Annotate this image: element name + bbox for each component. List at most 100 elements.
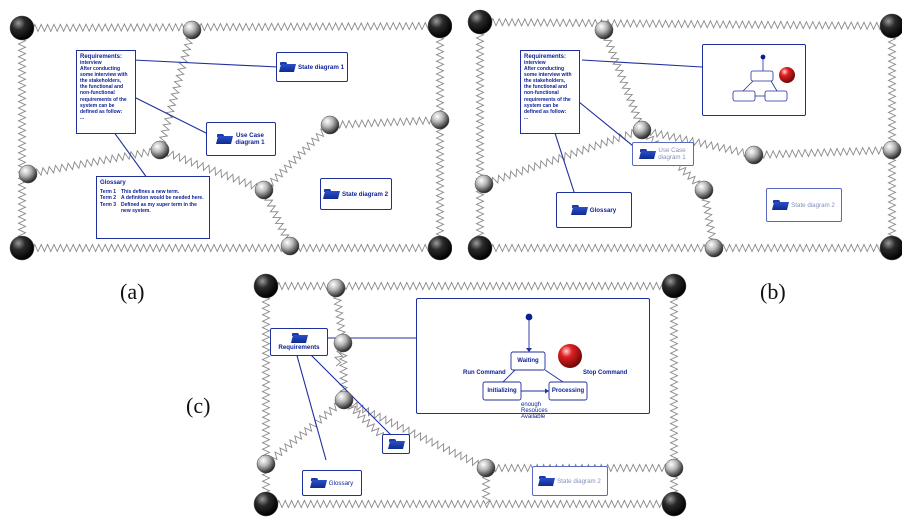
- glossary-term: Term 2: [100, 195, 117, 202]
- node-label-group: Use Case diagram 1: [235, 132, 264, 146]
- folder-icon: [388, 439, 404, 449]
- requirements-text: non-functional: [524, 90, 559, 97]
- node-label: Glossary: [589, 206, 617, 214]
- steel-ball-anchor[interactable]: [427, 235, 452, 261]
- spring-connector: [601, 29, 645, 131]
- steel-ball-anchor[interactable]: [882, 140, 902, 160]
- use-case-diagram-node[interactable]: [382, 434, 410, 454]
- initial-state-dot-icon: [760, 54, 766, 60]
- panel-a: Requirements: interview After conducting…: [0, 0, 452, 275]
- requirements-text: the stakeholders,: [80, 78, 122, 85]
- spring-connector: [261, 189, 292, 247]
- spring-connector: [479, 17, 893, 31]
- node-label: diagram 1: [235, 139, 265, 146]
- requirements-text: interview: [524, 60, 546, 66]
- spring-connector: [343, 398, 487, 470]
- steel-ball-anchor[interactable]: [661, 273, 687, 299]
- use-case-diagram-node[interactable]: Use Case diagram 1: [206, 122, 276, 156]
- steel-ball-anchor[interactable]: [9, 235, 35, 261]
- steel-ball-anchor[interactable]: [427, 13, 452, 39]
- steel-ball-anchor[interactable]: [333, 333, 353, 353]
- steel-ball-anchor[interactable]: [704, 238, 724, 258]
- steel-ball-anchor[interactable]: [326, 278, 346, 298]
- steel-ball-anchor[interactable]: [253, 273, 279, 299]
- glossary-definition: Defined as my super term in the new syst…: [121, 201, 197, 214]
- steel-ball-anchor[interactable]: [9, 15, 35, 41]
- folder-icon: [539, 476, 554, 486]
- glossary-definition: This defines a new term.: [121, 189, 180, 195]
- link-line: [551, 123, 577, 199]
- steel-ball-anchor[interactable]: [253, 491, 279, 517]
- panel-b-anchors: [467, 9, 902, 261]
- steel-ball-anchor[interactable]: [594, 20, 614, 40]
- node-label: diagram 1: [658, 154, 686, 161]
- spring-connector: [21, 243, 441, 253]
- spring-connector: [435, 25, 445, 249]
- caption-c: (c): [186, 393, 211, 418]
- state-diagram-1-expanded[interactable]: [702, 44, 806, 116]
- steel-ball-anchor[interactable]: [256, 454, 276, 474]
- node-label: Use Case: [658, 147, 686, 154]
- folder-icon: [279, 62, 295, 72]
- panel-c-canvas: [253, 273, 687, 517]
- spring-connector: [265, 499, 675, 509]
- steel-ball-anchor[interactable]: [430, 110, 450, 130]
- steel-ball-anchor[interactable]: [320, 115, 340, 135]
- steel-ball-anchor[interactable]: [476, 458, 496, 478]
- requirements-node[interactable]: Requirements: [270, 328, 328, 356]
- steel-ball-anchor[interactable]: [150, 140, 170, 160]
- glossary-node[interactable]: Glossary: [556, 192, 632, 228]
- state-diagram-2-node[interactable]: State diagram 2: [320, 178, 392, 210]
- steel-ball-anchor[interactable]: [254, 180, 274, 200]
- spring-connector: [17, 27, 27, 249]
- state-label-processing: Processing: [551, 388, 585, 394]
- mini-state-box: [750, 70, 774, 82]
- requirements-text: requirements of the: [524, 96, 571, 103]
- steel-ball-anchor[interactable]: [879, 13, 902, 39]
- steel-ball-anchor[interactable]: [467, 9, 493, 35]
- panel-c-anchors: [253, 273, 687, 517]
- steel-ball-anchor[interactable]: [661, 491, 687, 517]
- transition-guard: enough: [521, 402, 542, 408]
- steel-ball-anchor[interactable]: [632, 120, 652, 140]
- steel-ball-anchor[interactable]: [744, 145, 764, 165]
- caption-a: (a): [120, 279, 145, 304]
- state-diagram-1-node[interactable]: State diagram 1: [276, 52, 348, 82]
- state-diagram-2-node[interactable]: State diagram 2: [532, 466, 608, 496]
- link-line: [295, 351, 327, 461]
- state-diagram-1-expanded[interactable]: Waiting Initializing Processing Run Comm…: [416, 298, 650, 420]
- steel-ball-anchor[interactable]: [664, 458, 684, 478]
- glossary-node[interactable]: Glossary: [302, 470, 362, 496]
- folder-icon: [323, 189, 339, 199]
- requirements-text: the functional and: [80, 84, 124, 91]
- requirements-text: some interview with: [80, 72, 128, 79]
- panel-a-springs: [17, 21, 445, 253]
- requirements-text: After conducting: [524, 66, 564, 73]
- requirements-text: defined as follow:: [524, 108, 567, 115]
- folder-icon: [291, 333, 307, 343]
- state-diagram-2-node[interactable]: State diagram 2: [766, 188, 842, 222]
- spring-connector: [157, 29, 195, 151]
- steel-ball-anchor[interactable]: [182, 20, 202, 40]
- panel-b-canvas: [467, 9, 902, 261]
- steel-ball-anchor[interactable]: [879, 235, 902, 261]
- spring-connector: [641, 126, 755, 158]
- requirements-text: defined as follow:: [80, 108, 123, 115]
- steel-ball-anchor[interactable]: [467, 235, 493, 261]
- panel-b: Requirements: interview After conducting…: [452, 0, 902, 275]
- steel-ball-anchor[interactable]: [18, 164, 38, 184]
- glossary-definition: A definition would be needed here.: [121, 195, 204, 202]
- steel-ball-anchor[interactable]: [694, 180, 714, 200]
- spring-connector: [887, 25, 897, 249]
- requirements-note[interactable]: Requirements: interview After conducting…: [520, 50, 580, 134]
- steel-ball-anchor[interactable]: [474, 174, 494, 194]
- steel-ball-anchor[interactable]: [280, 236, 300, 256]
- requirements-note[interactable]: Requirements: interview After conducting…: [76, 50, 136, 134]
- use-case-diagram-node[interactable]: Use Case diagram 1: [632, 142, 694, 166]
- requirements-text: the stakeholders,: [524, 78, 566, 85]
- steel-ball-anchor[interactable]: [334, 390, 354, 410]
- glossary-title: Glossary: [100, 180, 126, 186]
